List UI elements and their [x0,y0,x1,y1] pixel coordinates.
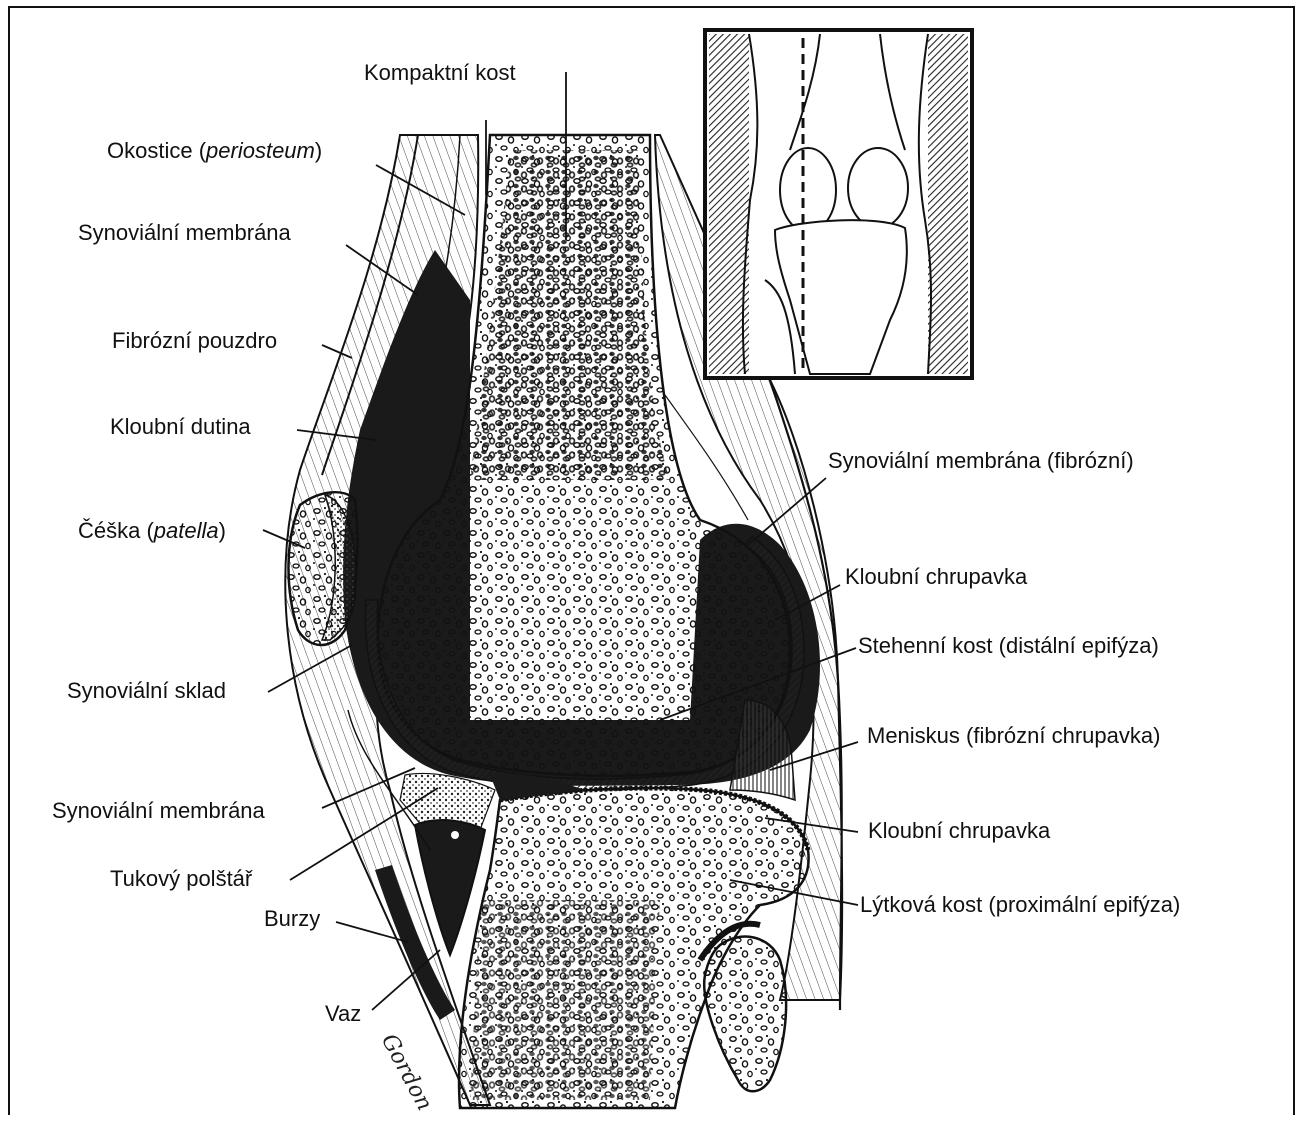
label-synovial-membrane-fibrous: Synoviální membrána (fibrózní) [828,450,1134,472]
label-joint-cavity: Kloubní dutina [110,416,251,438]
fibula [704,937,786,1092]
inset-frontal-view [705,30,972,378]
label-periosteum-latin: periosteum [206,138,315,163]
label-synovial-fold: Synoviální sklad [67,680,226,702]
label-periosteum-prefix: Okostice ( [107,138,206,163]
label-periosteum: Okostice (periosteum) [107,140,322,162]
label-articular-cartilage-upper: Kloubní chrupavka [845,566,1027,588]
label-ligament: Vaz [325,1003,361,1025]
label-tibia-proximal-epiphysis: Lýtková kost (proximální epifýza) [860,894,1180,916]
label-fat-pad: Tukový polštář [110,868,252,890]
label-meniscus: Meniskus (fibrózní chrupavka) [867,725,1160,747]
label-fibrous-capsule: Fibrózní pouzdro [112,330,277,352]
label-femur-distal-epiphysis: Stehenní kost (distální epifýza) [858,635,1159,657]
label-patella-latin: patella [154,518,219,543]
label-compact-bone: Kompaktní kost [364,62,516,84]
label-synovial-membrane-lower: Synoviální membrána [52,800,265,822]
label-articular-cartilage-lower: Kloubní chrupavka [868,820,1050,842]
label-patella-suffix: ) [219,518,226,543]
label-bursae: Burzy [264,908,320,930]
label-patella-prefix: Čéška ( [78,518,154,543]
label-periosteum-suffix: ) [315,138,322,163]
label-synovial-membrane-upper: Synoviální membrána [78,222,291,244]
label-patella: Čéška (patella) [78,520,226,542]
